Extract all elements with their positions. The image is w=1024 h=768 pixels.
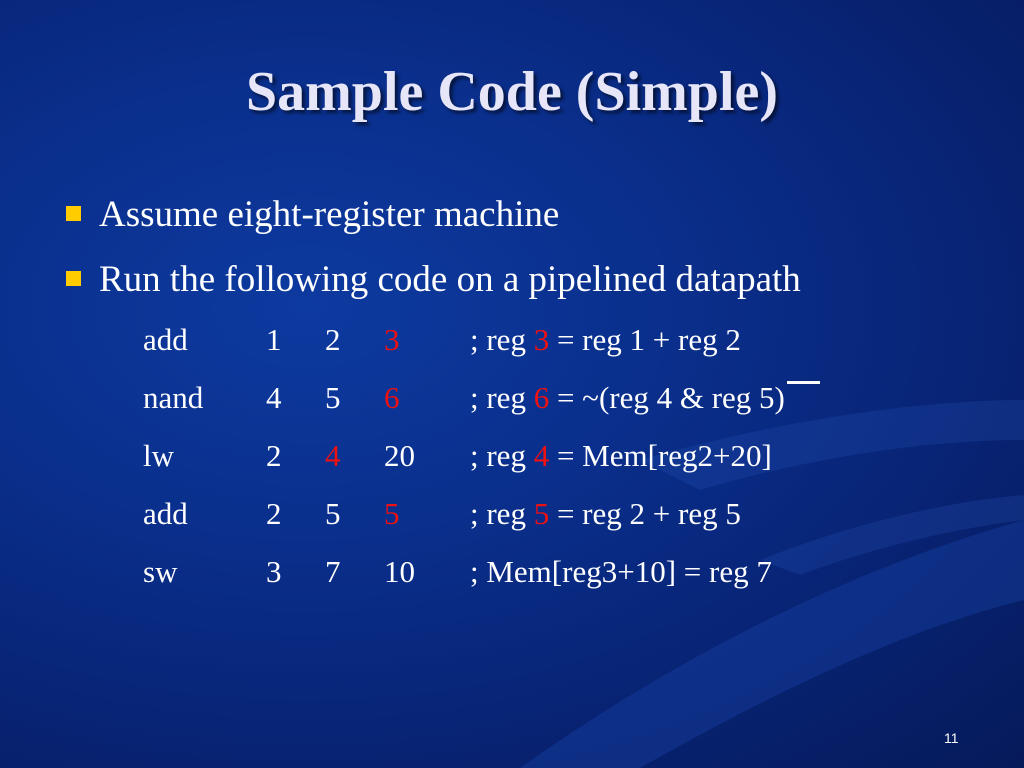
code-arg: 7 (325, 554, 341, 589)
code-opcode: nand (143, 380, 204, 415)
code-arg: 2 (266, 438, 282, 473)
overline-mark (787, 381, 820, 384)
code-dest-register: 3 (384, 322, 400, 357)
code-line: nand 4 5 6 ; reg 6 = ~(reg 4 & reg 5) (0, 380, 1024, 420)
comment-highlight: 3 (533, 322, 550, 357)
code-dest-register: 6 (384, 380, 400, 415)
slide-title: Sample Code (Simple) (246, 61, 778, 123)
code-opcode: sw (143, 554, 178, 589)
code-arg: 4 (266, 380, 282, 415)
code-dest-register: 4 (325, 438, 341, 473)
bullet-item: Assume eight-register machine (66, 194, 560, 236)
code-comment: ; reg 5 = reg 2 + reg 5 (470, 496, 741, 532)
bullet-text: Run the following code on a pipelined da… (99, 259, 801, 300)
comment-text: = ~(reg 4 & reg 5) (549, 380, 785, 415)
comment-highlight: 6 (533, 380, 550, 415)
comment-text: = reg 1 + reg 2 (549, 322, 741, 357)
bullet-item: Run the following code on a pipelined da… (66, 259, 801, 301)
code-opcode: add (143, 322, 188, 357)
code-comment: ; reg 6 = ~(reg 4 & reg 5) (470, 380, 785, 416)
code-arg: 2 (325, 322, 341, 357)
comment-text: ; reg (470, 496, 534, 531)
code-comment: ; Mem[reg3+10] = reg 7 (470, 554, 772, 589)
comment-highlight: 4 (533, 438, 550, 473)
comment-text: ; reg (470, 438, 534, 473)
code-line: add 1 2 3 ; reg 3 = reg 1 + reg 2 (0, 322, 1024, 362)
code-arg: 5 (325, 380, 341, 415)
code-arg: 2 (266, 496, 282, 531)
code-line: sw 3 7 10 ; Mem[reg3+10] = reg 7 (0, 554, 1024, 594)
code-arg: 20 (384, 438, 415, 473)
code-opcode: lw (143, 438, 174, 473)
page-number: 11 (944, 730, 959, 746)
code-comment: ; reg 4 = Mem[reg2+20] (470, 438, 772, 474)
code-line: lw 2 4 20 ; reg 4 = Mem[reg2+20] (0, 438, 1024, 478)
code-arg: 1 (266, 322, 282, 357)
code-line: add 2 5 5 ; reg 5 = reg 2 + reg 5 (0, 496, 1024, 536)
bullet-text: Assume eight-register machine (99, 194, 560, 235)
comment-text: = Mem[reg2+20] (549, 438, 772, 473)
comment-text: ; reg (470, 322, 534, 357)
code-arg: 3 (266, 554, 282, 589)
comment-text: ; reg (470, 380, 534, 415)
code-dest-register: 5 (384, 496, 400, 531)
code-arg: 10 (384, 554, 415, 589)
code-comment: ; reg 3 = reg 1 + reg 2 (470, 322, 741, 358)
square-bullet-icon (66, 206, 81, 221)
square-bullet-icon (66, 271, 81, 286)
comment-highlight: 5 (533, 496, 550, 531)
code-arg: 5 (325, 496, 341, 531)
comment-text: = reg 2 + reg 5 (549, 496, 741, 531)
code-opcode: add (143, 496, 188, 531)
